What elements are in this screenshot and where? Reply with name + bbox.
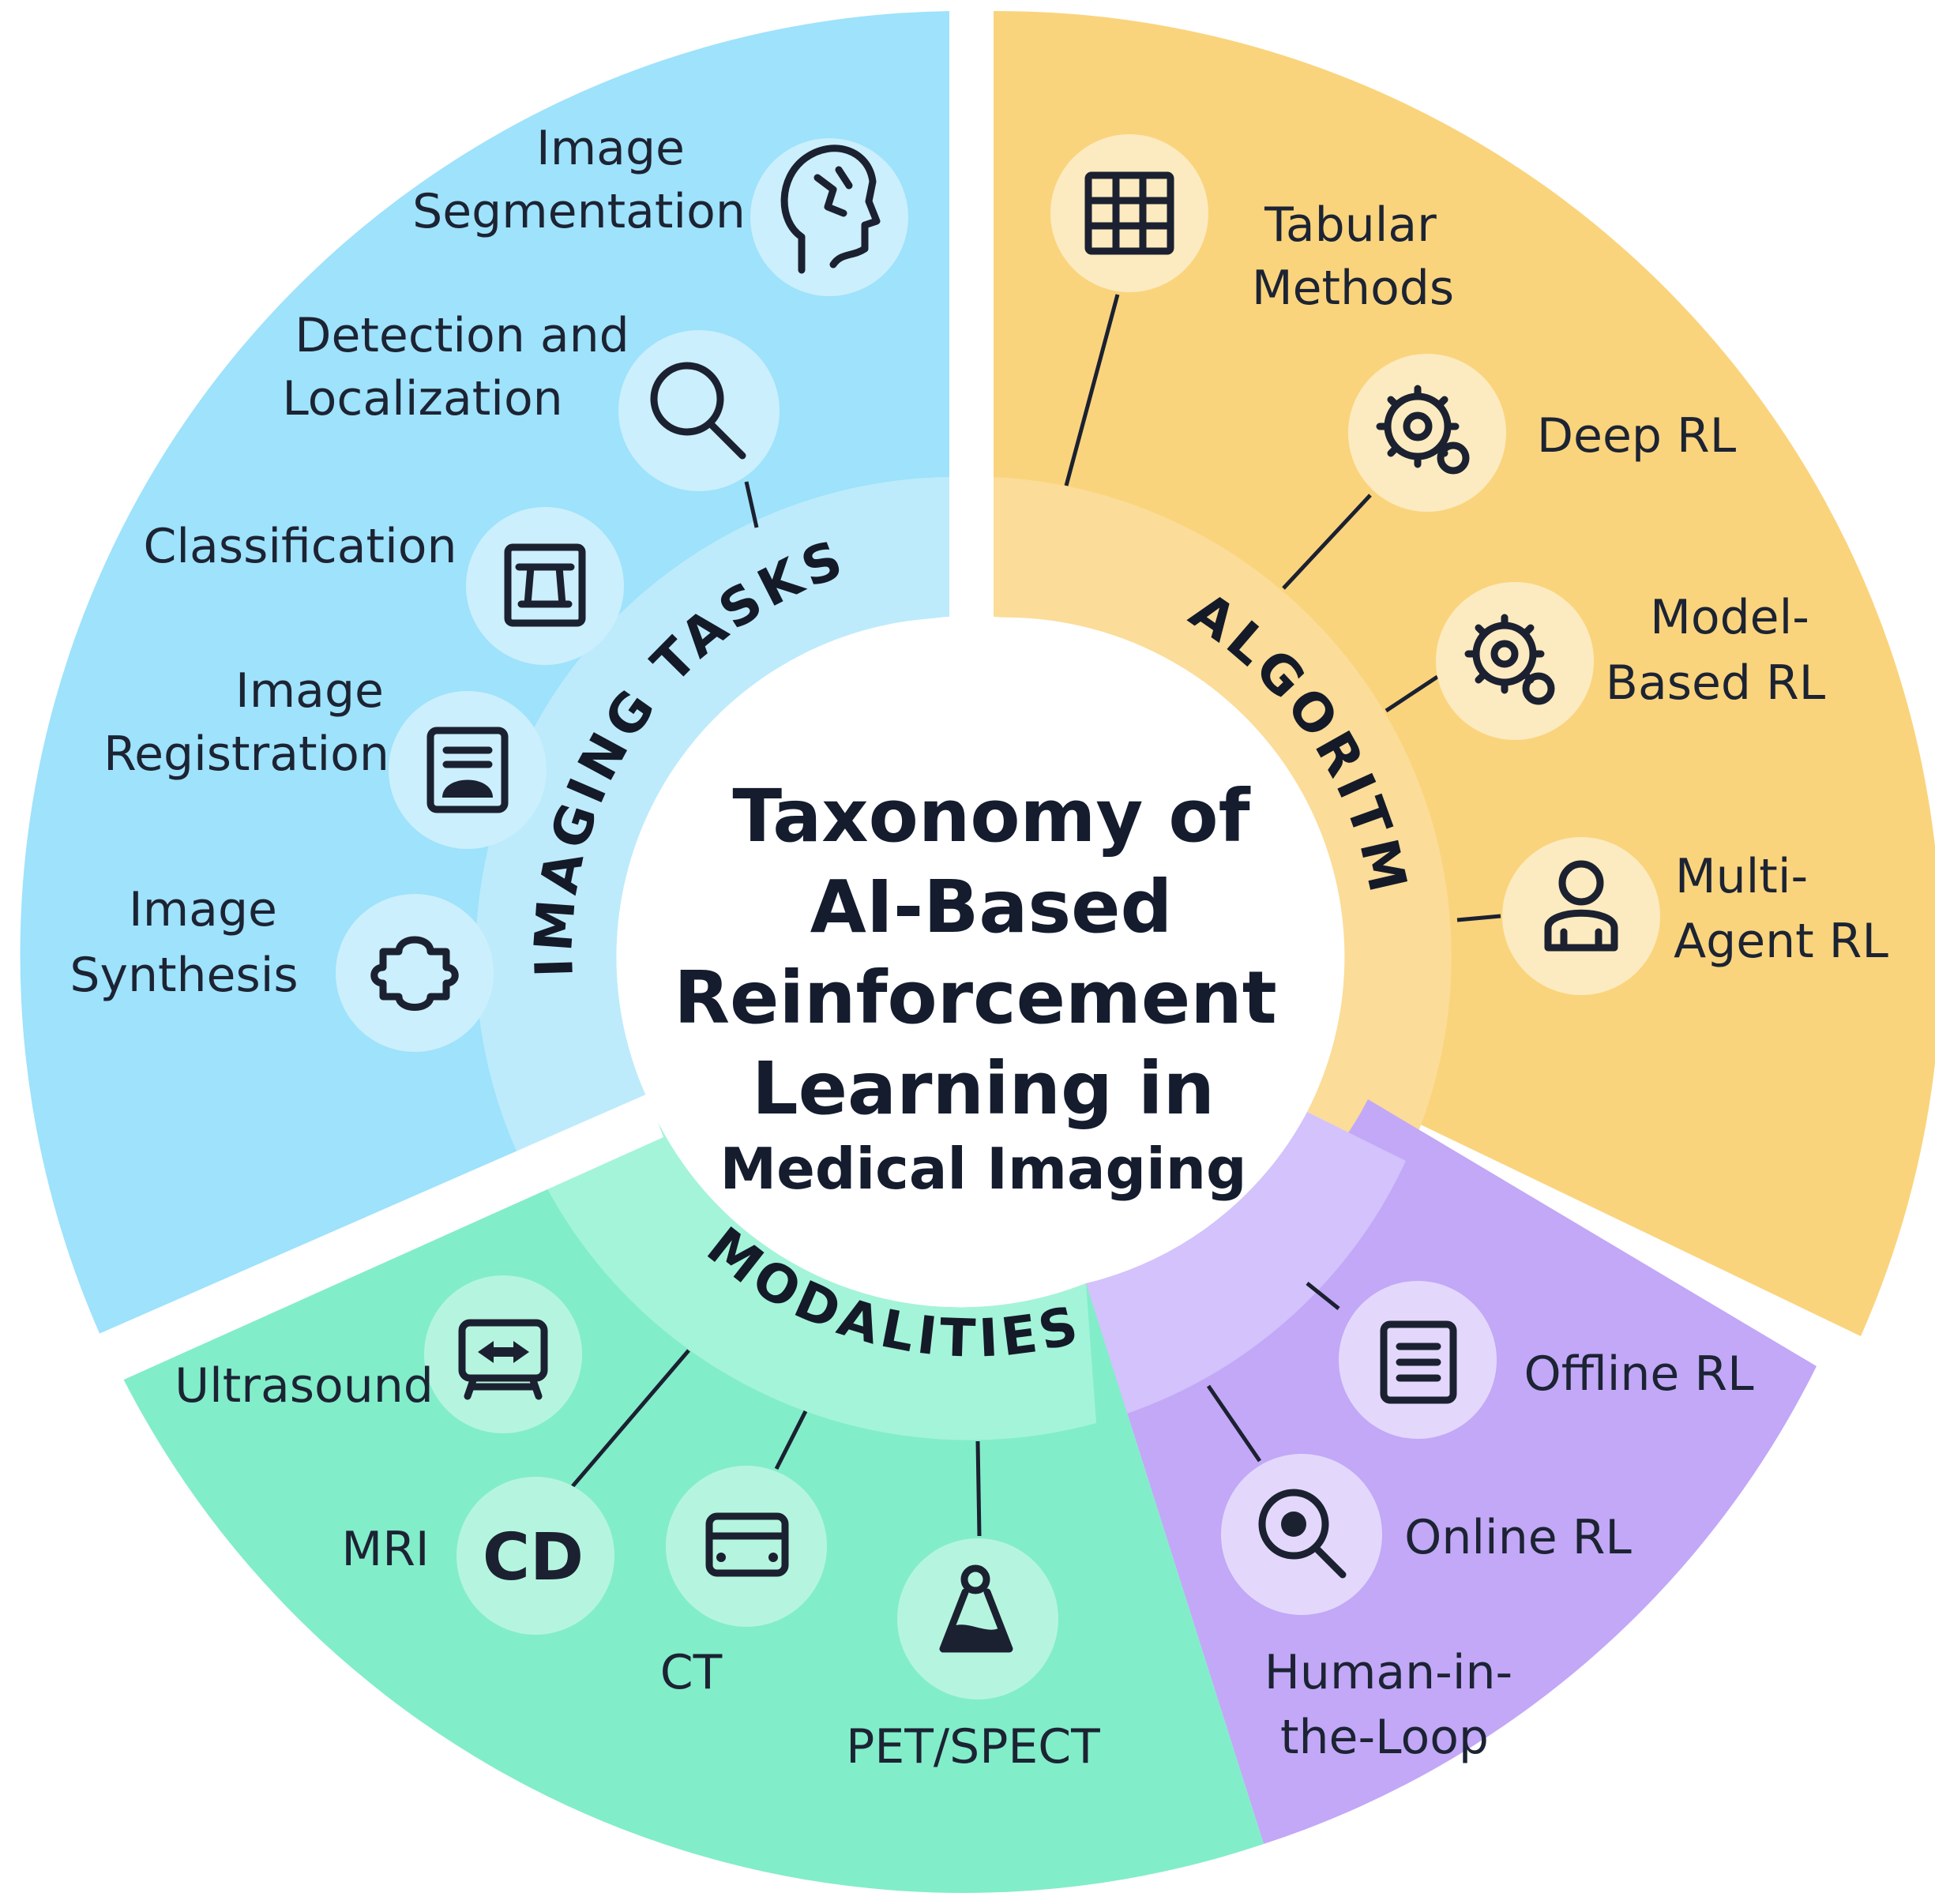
- image-frame-icon: [426, 727, 509, 813]
- label-synthesis-2: Synthesis: [70, 948, 298, 1003]
- connector-lines: [571, 294, 1501, 1537]
- ultrasound-monitor-icon: [458, 1319, 548, 1400]
- label-ct: CT: [660, 1645, 723, 1700]
- label-tabular-2: Methods: [1252, 261, 1454, 316]
- label-registration-1: Image: [235, 663, 384, 719]
- modality-pet-spect: PET/SPECT: [846, 1538, 1100, 1774]
- center-hub: [632, 616, 1311, 1295]
- imaging-task-registration: Image Registration: [103, 663, 547, 849]
- label-multi-agent-2: Agent RL: [1674, 914, 1888, 969]
- label-registration-2: Registration: [103, 727, 389, 782]
- modality-ct: CT: [660, 1466, 827, 1700]
- title-subtitle: Medical Imaging: [720, 1136, 1246, 1202]
- gear-icon: [1376, 385, 1470, 475]
- person-icon: [1544, 860, 1618, 952]
- label-deep-rl: Deep RL: [1537, 408, 1737, 464]
- imaging-task-detection: Detection and Localization: [282, 308, 780, 491]
- title-line-3: Reinforcement: [674, 956, 1277, 1040]
- algorithm-tabular: Tabular Methods: [1050, 134, 1454, 316]
- imaging-task-classification: Classification: [143, 507, 624, 665]
- title-line-4: Learning in: [752, 1046, 1215, 1131]
- algorithm-deep-rl: Deep RL: [1348, 354, 1737, 512]
- label-model-based-1: Model-: [1650, 590, 1809, 645]
- document-icon: [1380, 1320, 1457, 1404]
- label-online-rl: Online RL: [1404, 1510, 1632, 1565]
- label-tabular-1: Tabular: [1264, 197, 1437, 253]
- label-classification: Classification: [143, 519, 457, 574]
- ct-card-icon: [705, 1512, 789, 1577]
- modality-mri: CD MRI: [341, 1477, 614, 1635]
- paradigm-online-rl: Online RL: [1221, 1454, 1632, 1615]
- mri-icon: CD: [483, 1520, 584, 1595]
- label-multi-agent-1: Multi-: [1675, 849, 1808, 904]
- table-grid-icon: [1084, 171, 1174, 255]
- title-line-2: AI-Based: [810, 865, 1173, 949]
- sector-learning-paradigms: [1086, 1099, 1817, 1844]
- magnifier-icon: [650, 362, 746, 460]
- monitor-icon: [504, 543, 586, 627]
- label-mri: MRI: [341, 1522, 429, 1577]
- paradigm-human-in-the-loop: Human-in- the-Loop: [1264, 1645, 1512, 1765]
- sector-dividers: [79, 0, 994, 1390]
- algorithm-model-based: Model- Based RL: [1436, 582, 1826, 740]
- label-pet-spect: PET/SPECT: [846, 1719, 1100, 1774]
- modality-ultrasound: Ultrasound: [175, 1275, 582, 1433]
- imaging-task-segmentation: Image Segmentation: [412, 121, 908, 296]
- label-detection-2: Localization: [282, 371, 562, 426]
- gear-icon-2: [1464, 614, 1555, 705]
- head-brain-icon: [780, 145, 881, 274]
- label-synthesis-1: Image: [129, 882, 277, 937]
- paradigm-offline-rl: Offline RL: [1339, 1281, 1754, 1439]
- search-eye-icon: [1258, 1489, 1347, 1579]
- puzzle-icon: [370, 936, 459, 1011]
- label-human-in-loop-1: Human-in-: [1264, 1645, 1512, 1700]
- pet-flask-icon: [939, 1564, 1013, 1653]
- algorithm-multi-agent: Multi- Agent RL: [1502, 837, 1888, 995]
- label-ultrasound: Ultrasound: [175, 1358, 434, 1414]
- label-detection-1: Detection and: [295, 308, 629, 363]
- title-line-1: Taxonomy of: [732, 774, 1250, 858]
- label-human-in-loop-2: the-Loop: [1280, 1710, 1489, 1765]
- center-title: Taxonomy of AI-Based Reinforcement Learn…: [674, 774, 1277, 1202]
- label-image-segmentation-1: Image: [536, 121, 685, 176]
- imaging-task-synthesis: Image Synthesis: [70, 882, 494, 1052]
- label-model-based-2: Based RL: [1606, 655, 1826, 711]
- label-image-segmentation-2: Segmentation: [412, 184, 746, 239]
- label-offline-rl: Offline RL: [1524, 1346, 1754, 1402]
